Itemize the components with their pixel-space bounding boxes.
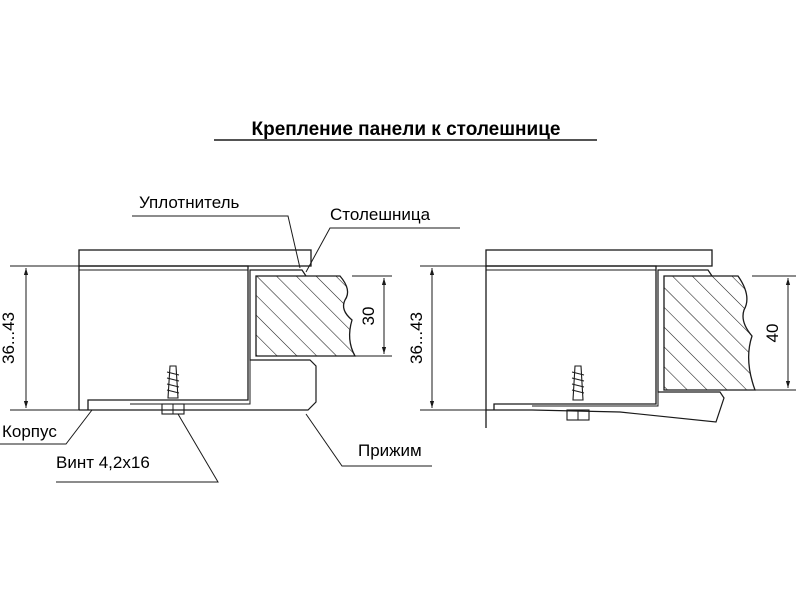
left-thickness-dimension: 30 (359, 307, 378, 326)
right-assembly: 36...43 40 (407, 249, 796, 428)
left-screw (161, 365, 185, 415)
left-body (78, 265, 249, 410)
right-clamp (531, 391, 725, 423)
left-height-dimension: 36...43 (0, 312, 18, 364)
left-clamp (130, 359, 317, 411)
left-callouts: Уплотнитель Столешница Корпус Винт 4,2х1… (0, 193, 460, 483)
label-clamp: Прижим (358, 441, 422, 460)
right-top-strip (485, 249, 713, 267)
label-countertop: Столешница (330, 205, 431, 224)
left-countertop (255, 275, 357, 357)
right-height-dimension: 36...43 (407, 312, 426, 364)
label-seal: Уплотнитель (139, 193, 240, 212)
right-countertop (663, 275, 756, 391)
left-assembly: 36...43 30 (0, 249, 392, 415)
label-screw: Винт 4,2х16 (56, 453, 150, 472)
right-body (485, 265, 657, 428)
left-top-strip (78, 249, 312, 267)
diagram-title: Крепление панели к столешнице (252, 119, 561, 140)
right-thickness-dimension: 40 (763, 324, 782, 343)
label-body: Корпус (2, 422, 57, 441)
right-screw (566, 365, 590, 421)
